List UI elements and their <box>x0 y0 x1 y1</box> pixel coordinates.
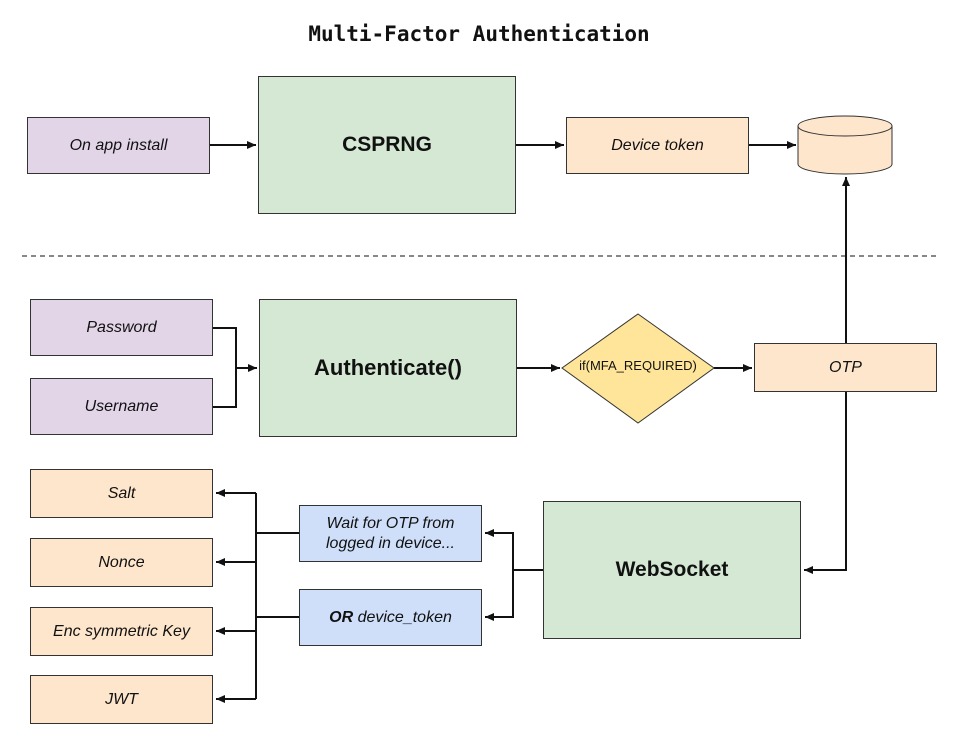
authenticate-node: Authenticate() <box>259 299 517 437</box>
jwt-node: JWT <box>30 675 213 724</box>
edge-websocket-to-device-token-option <box>485 570 514 621</box>
on-app-install-node: On app install <box>27 117 210 174</box>
salt-node: Salt <box>30 469 213 518</box>
wait-for-otp-node: Wait for OTP from logged in device... <box>299 505 482 562</box>
device-token-node: Device token <box>566 117 749 174</box>
enc-symmetric-key-node: Enc symmetric Key <box>30 607 213 656</box>
csprng-node: CSPRNG <box>258 76 516 214</box>
edge-password-to-authenticate <box>213 327 257 372</box>
username-node: Username <box>30 378 213 435</box>
mfa-required-label: if(MFA_REQUIRED) <box>579 358 697 373</box>
password-node: Password <box>30 299 213 356</box>
device-token-option-label: device_token <box>357 608 452 626</box>
edge-otp-to-websocket <box>804 392 847 574</box>
otp-node: OTP <box>754 343 937 392</box>
mfa-required-diamond <box>561 313 715 424</box>
websocket-node: WebSocket <box>543 501 801 639</box>
nonce-node: Nonce <box>30 538 213 587</box>
or-label: OR <box>329 608 354 626</box>
edge-username-to-authenticate <box>213 368 237 408</box>
edge-websocket-to-options <box>485 529 543 571</box>
device-token-option-node: OR device_token <box>299 589 482 646</box>
diagram-title: Multi-Factor Authentication <box>308 22 650 46</box>
database-icon <box>797 115 893 175</box>
